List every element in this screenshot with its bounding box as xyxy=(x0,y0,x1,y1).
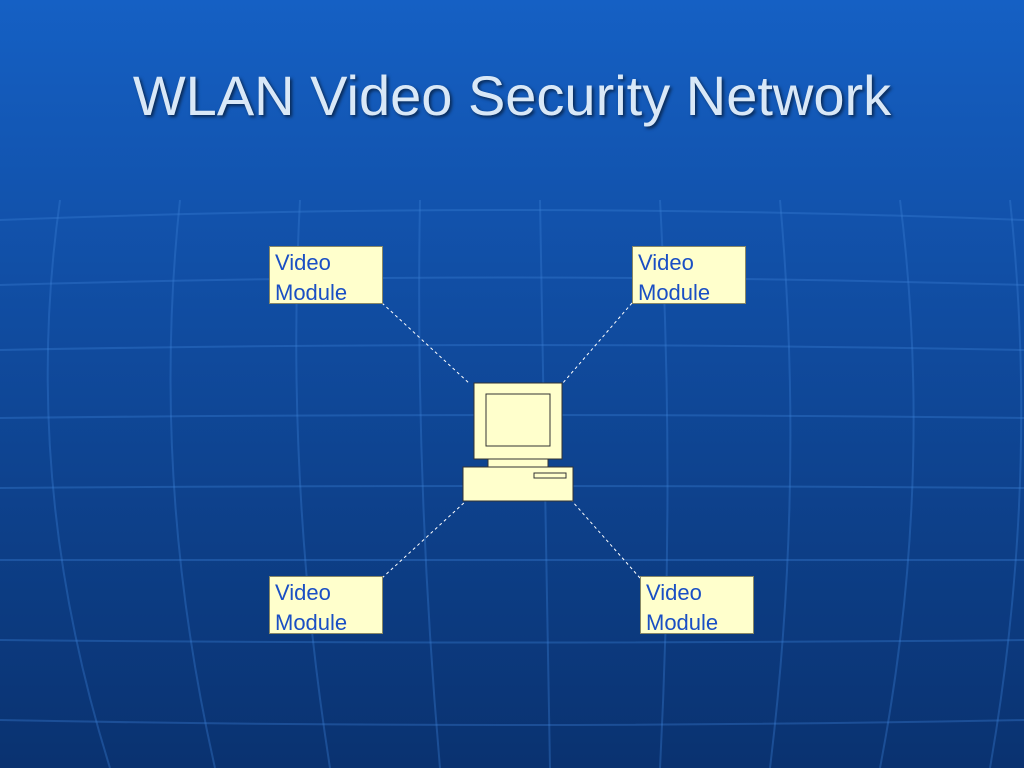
connector-bottom-left xyxy=(381,500,467,579)
video-module-label-line2: Module xyxy=(275,610,348,635)
video-module-label-line1: Video xyxy=(275,250,331,275)
connector-top-left xyxy=(381,302,471,385)
video-module-label-line1: Video xyxy=(638,250,694,275)
video-module-label-line2: Module xyxy=(638,280,711,305)
connector-top-right xyxy=(561,302,633,385)
video-module-label-line1: Video xyxy=(646,580,702,605)
connector-bottom-right xyxy=(571,500,641,579)
video-module-bottom-right: Video Module xyxy=(640,576,754,635)
video-module-label-line2: Module xyxy=(275,280,348,305)
video-module-label-line1: Video xyxy=(275,580,331,605)
video-module-top-left: Video Module xyxy=(269,246,383,305)
video-module-top-right: Video Module xyxy=(632,246,746,305)
desktop-computer-icon xyxy=(462,382,574,502)
video-module-bottom-left: Video Module xyxy=(269,576,383,635)
video-module-label-line2: Module xyxy=(646,610,719,635)
slide-title: WLAN Video Security Network xyxy=(132,64,892,127)
